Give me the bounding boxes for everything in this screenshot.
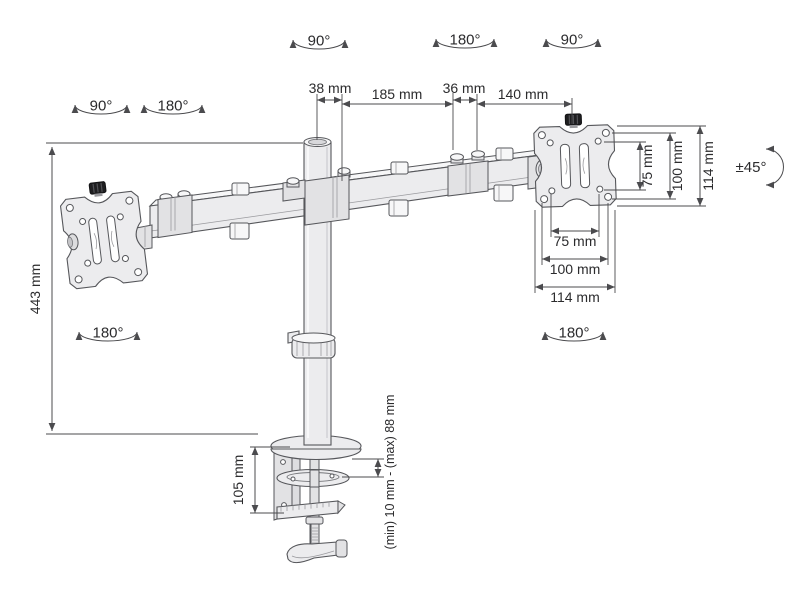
rotation-label: 180°: [558, 325, 589, 342]
rotation-indicator-arm-center: 180°: [432, 32, 498, 49]
arm-joint-left: [157, 190, 193, 239]
dim-pole-height-label: 443 mm: [27, 264, 43, 315]
rotation-indicator-bottom-left: 180°: [75, 325, 141, 342]
rotation-indicator-arm-right: 90°: [542, 32, 602, 49]
dim-vesa-h114-label: 114 mm: [550, 289, 600, 305]
rotation-label: 90°: [561, 32, 584, 49]
dim-desk-range-label: (min) 10 mm - (max) 88 mm: [383, 395, 397, 550]
rotation-indicator-bottom-right: 180°: [541, 325, 607, 342]
rotation-label: 90°: [90, 98, 113, 115]
rotation-label: 90°: [308, 33, 331, 50]
dim-vesa-h75-label: 75 mm: [554, 233, 597, 249]
right-vesa-plate: [533, 113, 617, 208]
dim-lines: [48, 96, 704, 513]
tilt-indicator: ±45°: [736, 145, 784, 189]
dim-arm-right-label: 140 mm: [498, 86, 549, 102]
clamp-lower-jaw: [276, 500, 346, 520]
rotation-indicator-left-plate: 90°: [71, 98, 131, 115]
pole-arm-junction: [282, 167, 351, 226]
rotation-arc-icon: [541, 331, 607, 342]
rotation-label: 180°: [157, 98, 188, 115]
rotation-arc-icon: [432, 38, 498, 49]
rotation-arc-icon: [140, 104, 206, 115]
dim-clamp-height-label: 105 mm: [230, 455, 246, 506]
rotation-arc-icon: [542, 38, 602, 49]
desk-clamp-front: [270, 448, 362, 564]
dim-pole-diameter-label: 38 mm: [309, 80, 352, 96]
rotation-indicator-arm-left: 90°: [289, 33, 349, 50]
rotation-arc-icon: [71, 104, 131, 115]
dim-arm-left-label: 185 mm: [372, 86, 423, 102]
dim-vesa-v75-label: 75 mm: [639, 145, 655, 188]
dimension-annotations: 38 mm 185 mm 36 mm 140 mm 443 mm 105 mm …: [27, 80, 716, 549]
rotation-label: 180°: [449, 32, 480, 49]
dim-vesa-v100-label: 100 mm: [669, 141, 685, 192]
tilt-arc-icon: [765, 145, 784, 189]
height-collar: [287, 330, 336, 359]
cable-clips: [229, 147, 514, 240]
clamp-handle: [286, 539, 348, 564]
monitor-arm-drawing: [59, 113, 617, 564]
rotation-arc-icon: [75, 331, 141, 342]
dim-joint-width-label: 36 mm: [443, 80, 486, 96]
rotation-arc-icon: [289, 39, 349, 50]
clamp-middle-jaw: [276, 468, 350, 488]
left-vesa-plate: [59, 181, 149, 290]
rotation-indicators: 90° 180° 90° 90° 180° 180° 180° ±45°: [71, 32, 784, 342]
pole: [282, 137, 351, 446]
dim-vesa-v114-label: 114 mm: [700, 141, 716, 191]
dim-vesa-h100-label: 100 mm: [550, 261, 601, 277]
rotation-indicator-left-arm: 180°: [140, 98, 206, 115]
rotation-label: 180°: [92, 325, 123, 342]
arm-joint-center: [447, 150, 489, 197]
tilt-label: ±45°: [736, 159, 767, 176]
